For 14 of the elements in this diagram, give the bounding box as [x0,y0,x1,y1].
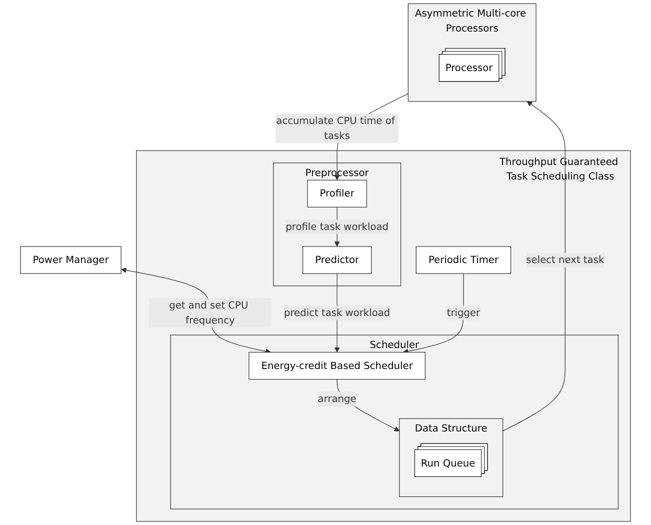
node-box: Power Manager [20,246,122,274]
edge-label: select next task [526,254,604,266]
edge-label: trigger [446,306,480,318]
edge-label: predict task workload [284,306,390,318]
node-box: Profiler [307,180,367,208]
node-box: Predictor [302,246,372,274]
edge-label: accumulate CPU time of tasks [276,114,395,142]
node-box: Energy-credit Based Scheduler [248,352,426,380]
arrow [403,273,464,354]
edge-label: profile task workload [286,220,388,232]
arrow [502,101,566,432]
edge-label: arrange [318,392,356,405]
node-box: Periodic Timer [416,246,512,274]
edge-label: get and set CPU frequency [169,299,248,326]
